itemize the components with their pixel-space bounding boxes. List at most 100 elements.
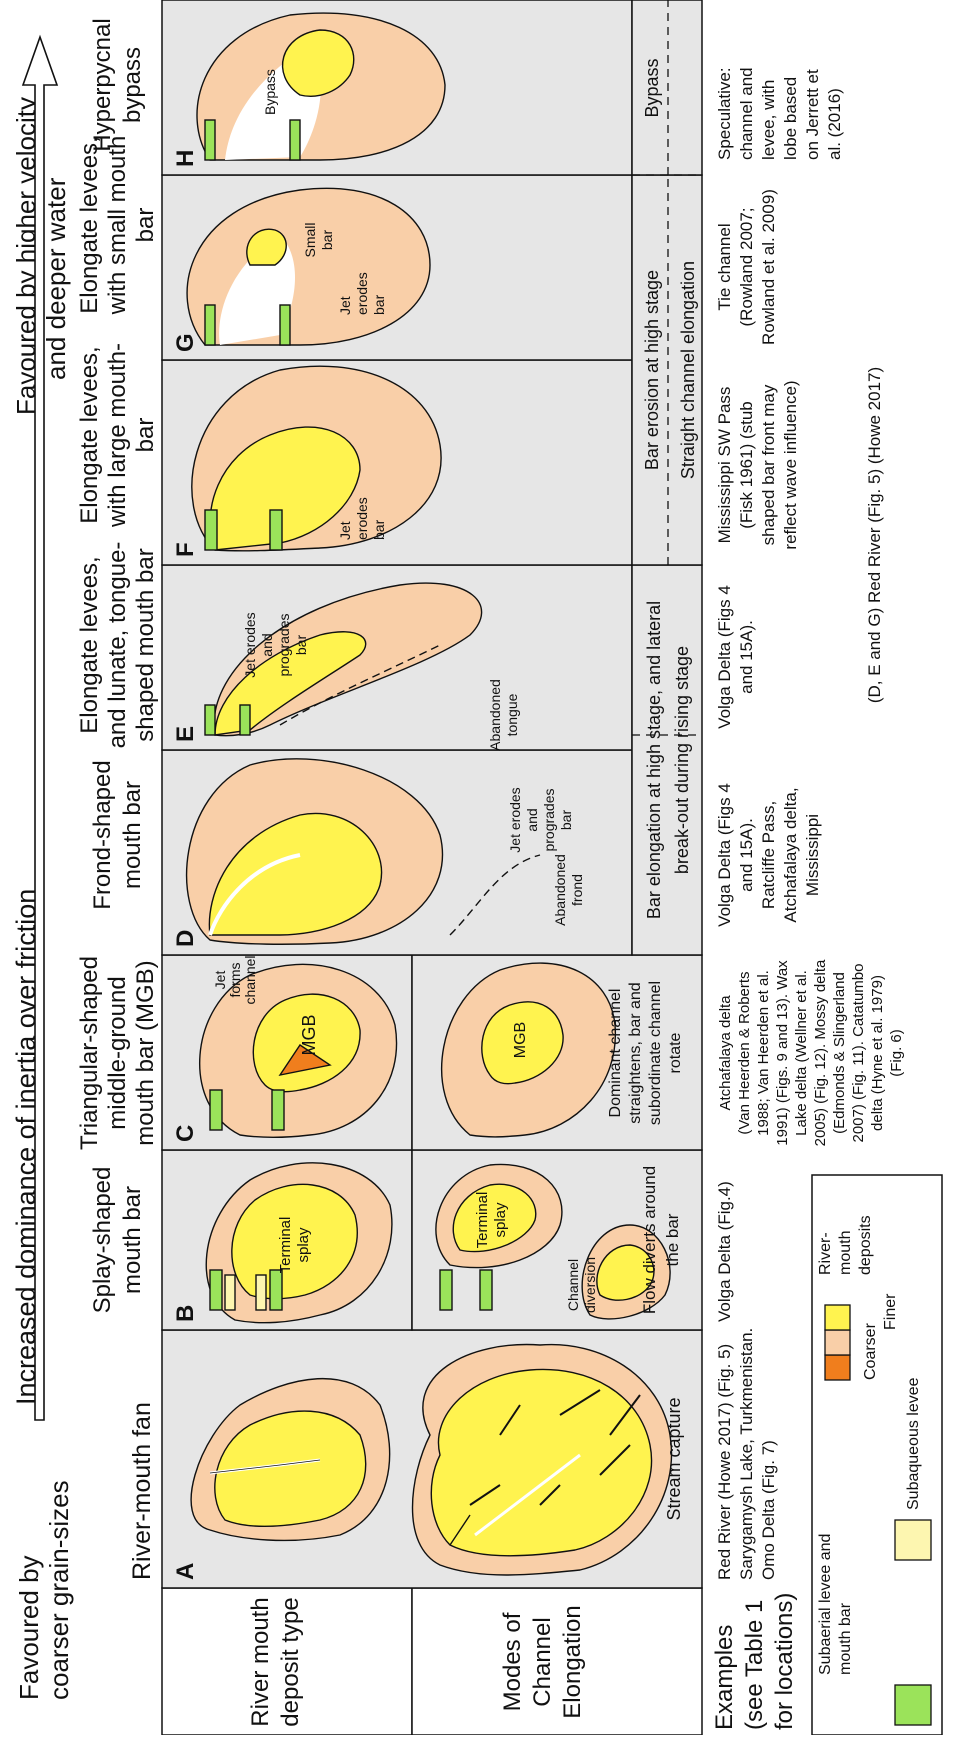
legend-swatch-subaerial (895, 1685, 931, 1725)
b-diversion-2: diversion (582, 1257, 598, 1313)
row-deposit-1: River mouth (247, 1597, 274, 1726)
legend-group-1: River- (817, 1232, 834, 1275)
h-mode: Bypass (642, 58, 662, 117)
ex-f-4: reflect wave influence) (781, 380, 800, 549)
f-jet-2: erodes (354, 497, 370, 540)
row-modes-1: Modes of (499, 1612, 526, 1711)
f-jet-1: Jet (337, 521, 353, 540)
fg-mode-top: Bar erosion at high stage (642, 270, 662, 470)
de-mode-1: Bar elongation at high stage, and latera… (644, 601, 664, 919)
c-mgb: MGB (299, 1014, 319, 1055)
ex-c-10: (Fig. 6) (888, 1029, 905, 1077)
ex-e-1: Volga Delta (Figs 4 (715, 585, 734, 729)
row-examples-1: Examples (711, 1625, 738, 1730)
ex-c-7: (Edmonds & Slingerland (831, 972, 848, 1134)
ex-c-4: 1991) (Figs. 9 and 13). Wax (774, 960, 791, 1146)
e-abandoned-2: tongue (504, 693, 520, 736)
ex-f-2: (Fisk 1961) (stub (737, 401, 756, 529)
b-bottom-terminal-2: splay (492, 1202, 509, 1238)
letter-d: D (172, 930, 199, 947)
ex-c-9: delta (Hyne et al. 1979) (869, 975, 886, 1131)
velocity-note-line2: and deeper water (41, 177, 71, 380)
ex-g-3: Rowland et al. 2009) (759, 189, 778, 345)
title-c-1: Triangular-shaped (76, 956, 103, 1150)
letter-e: E (172, 726, 199, 742)
b-top-terminal-1: Terminal (277, 1217, 294, 1274)
ex-d-5: Mississippi (803, 814, 822, 896)
efg-mode-bottom: Straight channel elongation (678, 261, 698, 479)
legend-group-3: deposits (857, 1215, 874, 1275)
title-g-3: bar (132, 208, 159, 243)
c-jet-3: channel (242, 955, 258, 1004)
letter-b: B (172, 1305, 199, 1322)
title-e-2: and lunate, tongue- (104, 542, 131, 749)
c-jet-1: Jet (212, 971, 228, 990)
e-jet-1: Jet erodes (242, 612, 258, 677)
d-jet-4: bar (558, 810, 574, 831)
legend-group-2: mouth (837, 1231, 854, 1275)
b-diversion-1: Channel (565, 1259, 581, 1311)
b-top-terminal-2: splay (295, 1227, 312, 1263)
title-b-2: mouth bar (119, 1186, 146, 1294)
ex-c-6: 2005) (Fig. 12). Mossy delta (812, 959, 829, 1146)
g-jet-1: Jet (337, 296, 353, 315)
title-f-1: Elongate levees, (76, 346, 103, 523)
c-jet-2: forms (227, 963, 243, 998)
ex-c-8: 2007) (Fig. 11). Catatumbo (850, 964, 867, 1143)
title-d-2: mouth bar (119, 781, 146, 889)
ex-h-6: al. (2016) (825, 88, 844, 160)
rotated-figure: Favoured by coarser grain-sizes Increase… (11, 0, 942, 1735)
legend: Subaerial levee and mouth bar Subaqueous… (812, 1175, 942, 1735)
letter-h: H (172, 150, 199, 167)
ex-f-1: Mississippi SW Pass (715, 387, 734, 544)
ex-h-1: Speculative: (715, 67, 734, 160)
h-bypass-label: Bypass (262, 69, 278, 115)
c-mode-2: straightens, bar and (627, 982, 644, 1123)
letter-c: C (172, 1125, 199, 1142)
legend-swatch-coarse (825, 1355, 850, 1380)
title-f-2: with large mouth- (104, 343, 131, 528)
letter-g: G (172, 333, 199, 352)
title-c-3: mouth bar (MGB) (132, 960, 159, 1145)
row-modes-3: Elongation (559, 1605, 586, 1718)
ex-c-2: (Van Heerden & Roberts (736, 971, 753, 1134)
title-e-1: Elongate levees, (76, 556, 103, 733)
ex-d-2: and 15A). (737, 818, 756, 892)
letter-f: F (172, 542, 199, 557)
title-c-2: middle-ground (104, 976, 131, 1129)
ex-b-1: Volga Delta (Fig.4) (715, 1181, 734, 1322)
title-e-3: shaped mouth bar (132, 548, 159, 741)
legend-swatch-peach (825, 1330, 850, 1355)
ex-f-3: shaped bar front may (759, 384, 778, 545)
title-g-1: Elongate levees, (76, 136, 103, 313)
coarse-note-line1: Favoured by (14, 1555, 44, 1700)
title-a: River-mouth fan (128, 1402, 156, 1580)
ex-g-1: Tie channel (715, 223, 734, 310)
ex-h-2: channel and (737, 67, 756, 160)
b-mode-2: the bar (663, 1213, 682, 1266)
title-b-1: Splay-shaped (89, 1167, 116, 1314)
b-mode-1: Flow diverts around (640, 1166, 659, 1314)
ex-h-5: on Jerrett et (803, 69, 822, 160)
e-abandoned-1: Abandoned (487, 679, 503, 751)
legend-subaerial-1: Subaerial levee and (817, 1534, 834, 1675)
d-jet-3: progrades (541, 788, 557, 851)
ex-d-1: Volga Delta (Figs 4 (715, 783, 734, 927)
ex-a-1: Red River (Howe 2017) (Fig. 5) (715, 1344, 734, 1580)
ex-a-3: Omo Delta (Fig. 7) (759, 1440, 778, 1580)
de-mode-2: break-out during rising stage (672, 646, 692, 874)
b-bottom-terminal-1: Terminal (474, 1192, 491, 1249)
ex-e-2: and 15A). (737, 620, 756, 694)
legend-swatch-subaqueous (895, 1520, 931, 1560)
title-d-1: Frond-shaped (89, 760, 116, 909)
g-jet-3: bar (371, 294, 387, 315)
title-f-3: bar (132, 418, 159, 453)
letter-a: A (172, 1563, 199, 1580)
legend-swatch-yellow (825, 1305, 850, 1330)
c-mgb-2: MGB (512, 1022, 529, 1058)
g-jet-2: erodes (354, 272, 370, 315)
mgb-c-bottom: MGB Dominant channel straightens, bar an… (442, 963, 684, 1137)
column-titles: River-mouth fan Splay-shaped mouth bar T… (76, 18, 159, 1580)
f-jet-3: bar (371, 519, 387, 540)
